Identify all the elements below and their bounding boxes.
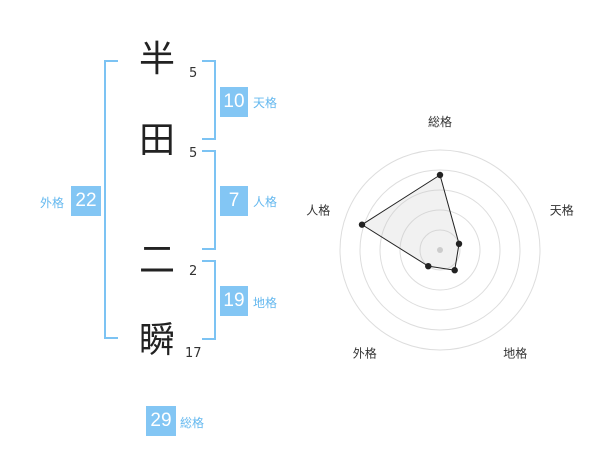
radar-center-dot bbox=[437, 247, 443, 253]
name-char-4: 瞬 bbox=[138, 320, 175, 361]
radar-axis-label: 総格 bbox=[428, 114, 452, 129]
radar-axis-label: 地格 bbox=[503, 346, 527, 361]
soukaku-value-badge: 29 bbox=[146, 406, 176, 436]
radar-axis-label: 外格 bbox=[353, 346, 377, 361]
chikaku-label: 地格 bbox=[253, 296, 278, 310]
radar-point bbox=[425, 262, 432, 270]
radar-grid-ring bbox=[419, 229, 461, 271]
name-char-1: 半 bbox=[138, 39, 175, 80]
soukaku-label: 総格 bbox=[180, 416, 205, 430]
radar-point bbox=[436, 171, 444, 179]
radar-grid-ring bbox=[399, 209, 481, 291]
radar-grid-ring bbox=[379, 189, 501, 311]
name-char-2: 田 bbox=[138, 120, 175, 161]
stroke-count-3: 2 bbox=[189, 264, 198, 279]
tenkaku-bracket bbox=[202, 60, 216, 140]
tenkaku-label: 天格 bbox=[253, 96, 278, 110]
radar-axis-label: 天格 bbox=[550, 202, 574, 217]
stroke-count-4: 17 bbox=[185, 346, 202, 361]
radar-series-polygon bbox=[361, 174, 460, 271]
tenkaku-value-badge: 10 bbox=[220, 87, 248, 117]
chikaku-bracket bbox=[202, 260, 216, 340]
radar-point bbox=[451, 267, 458, 274]
radar-axis-label: 人格 bbox=[306, 202, 330, 217]
radar-grid-ring bbox=[359, 169, 521, 331]
radar-grid-ring bbox=[339, 149, 541, 351]
jinkaku-bracket bbox=[202, 150, 216, 250]
gaikaku-value-badge: 22 bbox=[71, 186, 101, 216]
gaikaku-bracket bbox=[104, 60, 118, 339]
chikaku-value-badge: 19 bbox=[220, 286, 248, 316]
radar-point bbox=[455, 240, 463, 248]
jinkaku-label: 人格 bbox=[253, 195, 278, 209]
stroke-count-1: 5 bbox=[189, 66, 198, 81]
jinkaku-value-badge: 7 bbox=[220, 186, 248, 216]
radar-point bbox=[358, 221, 366, 228]
stroke-count-2: 5 bbox=[189, 146, 198, 161]
name-char-3: 二 bbox=[138, 240, 175, 281]
gaikaku-label: 外格 bbox=[40, 196, 65, 210]
